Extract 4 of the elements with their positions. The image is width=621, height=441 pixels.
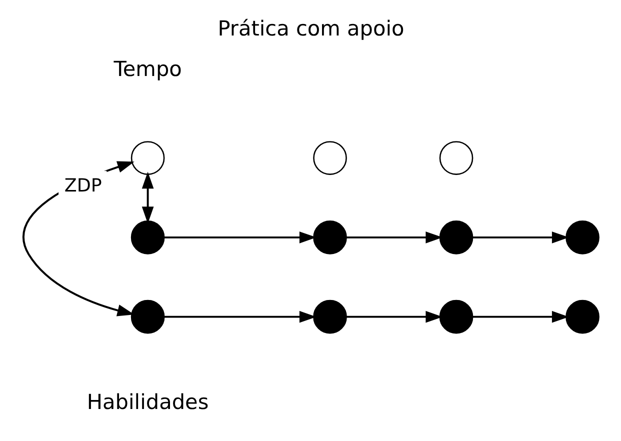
- label: Tempo: [113, 56, 182, 81]
- edge-label: ZDP: [64, 175, 102, 196]
- label: Habilidades: [86, 390, 208, 414]
- diagram-title: Prática com apoio: [217, 16, 404, 40]
